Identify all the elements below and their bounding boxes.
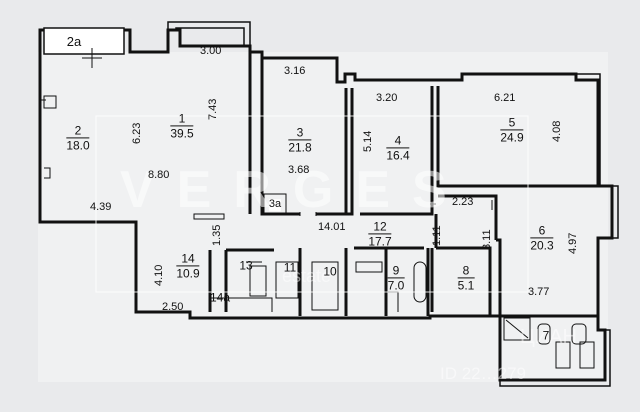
dim-8-80: 8.80 — [148, 169, 170, 181]
dim-7-43: 7.43 — [207, 98, 219, 120]
dim-2-50: 2.50 — [162, 301, 184, 313]
watermark-tagline: estate — [282, 266, 332, 286]
dim-4-97: 4.97 — [567, 232, 579, 254]
room-11-label: 11 — [283, 260, 297, 275]
dim-5-14: 5.14 — [362, 130, 374, 152]
outer-walls — [38, 28, 614, 382]
dim-6-23: 6.23 — [131, 122, 143, 144]
balcony-2a — [43, 27, 125, 55]
room-7-label: 7 — [542, 328, 550, 343]
watermark-frame — [95, 115, 529, 293]
dim-14-01: 14.01 — [318, 221, 346, 233]
bay-window-right — [576, 73, 619, 239]
dim-4-39: 4.39 — [90, 201, 112, 213]
dim-6-21: 6.21 — [494, 92, 516, 104]
thin-partitions — [193, 193, 595, 369]
dim-1-11: 1.11 — [431, 225, 443, 246]
room-13-label: 13 — [239, 258, 253, 273]
watermark-site: ЦИАН — [520, 326, 577, 348]
inner-walls — [134, 52, 598, 318]
dim-3-00: 3.00 — [200, 45, 222, 57]
dim-2-23: 2.23 — [452, 196, 474, 208]
dim-3-68: 3.68 — [288, 164, 310, 176]
room-14a-label: 14a — [209, 290, 231, 305]
room-10-label: 10 — [323, 264, 337, 279]
bay-window-top — [167, 21, 251, 46]
dim-3-11: 3.11 — [481, 229, 493, 250]
dim-1-35: 1.35 — [211, 224, 223, 246]
bay-window-bottom-right — [499, 329, 611, 387]
door-marks — [40, 48, 493, 216]
watermark-id: ID 22…279 — [440, 364, 526, 383]
dim-3-20: 3.20 — [376, 92, 398, 104]
room-3a-label: 3a — [268, 198, 282, 211]
dim-4-10: 4.10 — [153, 264, 165, 286]
dim-4-08: 4.08 — [551, 120, 563, 142]
dim-3-16: 3.16 — [284, 65, 306, 77]
dim-3-77: 3.77 — [528, 286, 550, 298]
room-2a-label: 2a — [66, 34, 82, 50]
watermark-brand: VERGES — [120, 161, 469, 219]
